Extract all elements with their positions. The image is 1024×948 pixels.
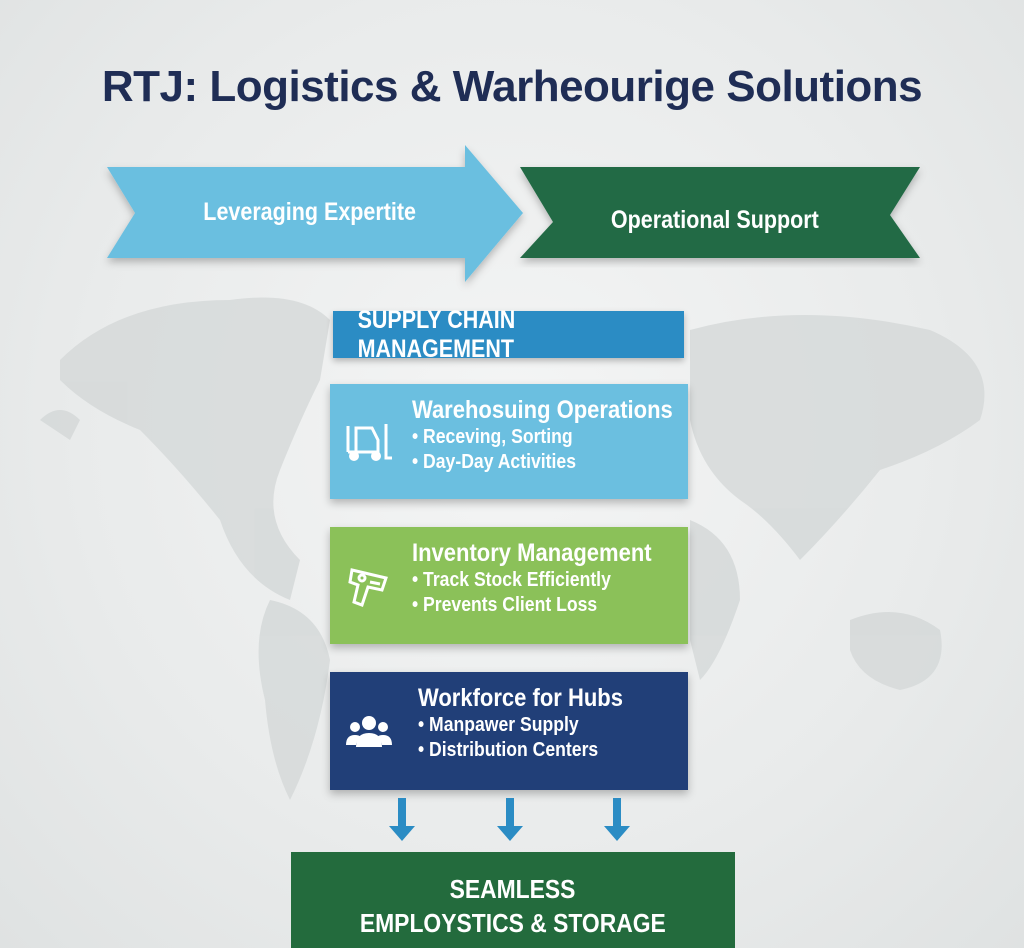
- down-arrow-icon: [604, 798, 630, 841]
- banner-arrows: [107, 145, 920, 282]
- card-workforce: Workforce for Hubs Manpawer SupplyDistri…: [330, 672, 688, 790]
- support-label: Operational Support: [611, 206, 819, 234]
- result-line-2: EMPLOYSTICS & STORAGE: [360, 908, 666, 938]
- card-title: Workforce for Hubs: [418, 684, 623, 712]
- card-item: Receving, Sorting: [412, 425, 673, 450]
- card-item: Track Stock Efficiently: [412, 568, 652, 593]
- card-title: Inventory Management: [412, 539, 652, 567]
- card-inventory: Inventory Management Track Stock Efficie…: [330, 527, 688, 644]
- section-header: SUPPLY CHAIN MANAGEMENT: [333, 306, 684, 363]
- card-title: Warehosuing Operations: [412, 396, 673, 424]
- card-item: Day-Day Activities: [412, 450, 673, 475]
- card-warehousing: Warehosuing Operations Receving, Sorting…: [330, 384, 688, 499]
- barcode-scanner-icon: [348, 567, 388, 607]
- result-box: SEAMLESS EMPLOYSTICS & STORAGE: [291, 852, 735, 948]
- people-icon: [346, 716, 392, 747]
- forklift-icon: [346, 423, 392, 461]
- card-item: Distribution Centers: [418, 738, 623, 763]
- result-line-1: SEAMLESS: [450, 874, 576, 904]
- card-item: Prevents Client Loss: [412, 593, 652, 618]
- expertise-label: Leveraging Expertite: [203, 198, 417, 226]
- page-title: RTJ: Logistics & Warheourige Solutions: [101, 62, 923, 111]
- down-arrow-icon: [389, 798, 415, 841]
- support-ribbon: [520, 167, 920, 258]
- down-arrow-icon: [497, 798, 523, 841]
- card-item: Manpawer Supply: [418, 713, 623, 738]
- expertise-arrow: [107, 145, 523, 282]
